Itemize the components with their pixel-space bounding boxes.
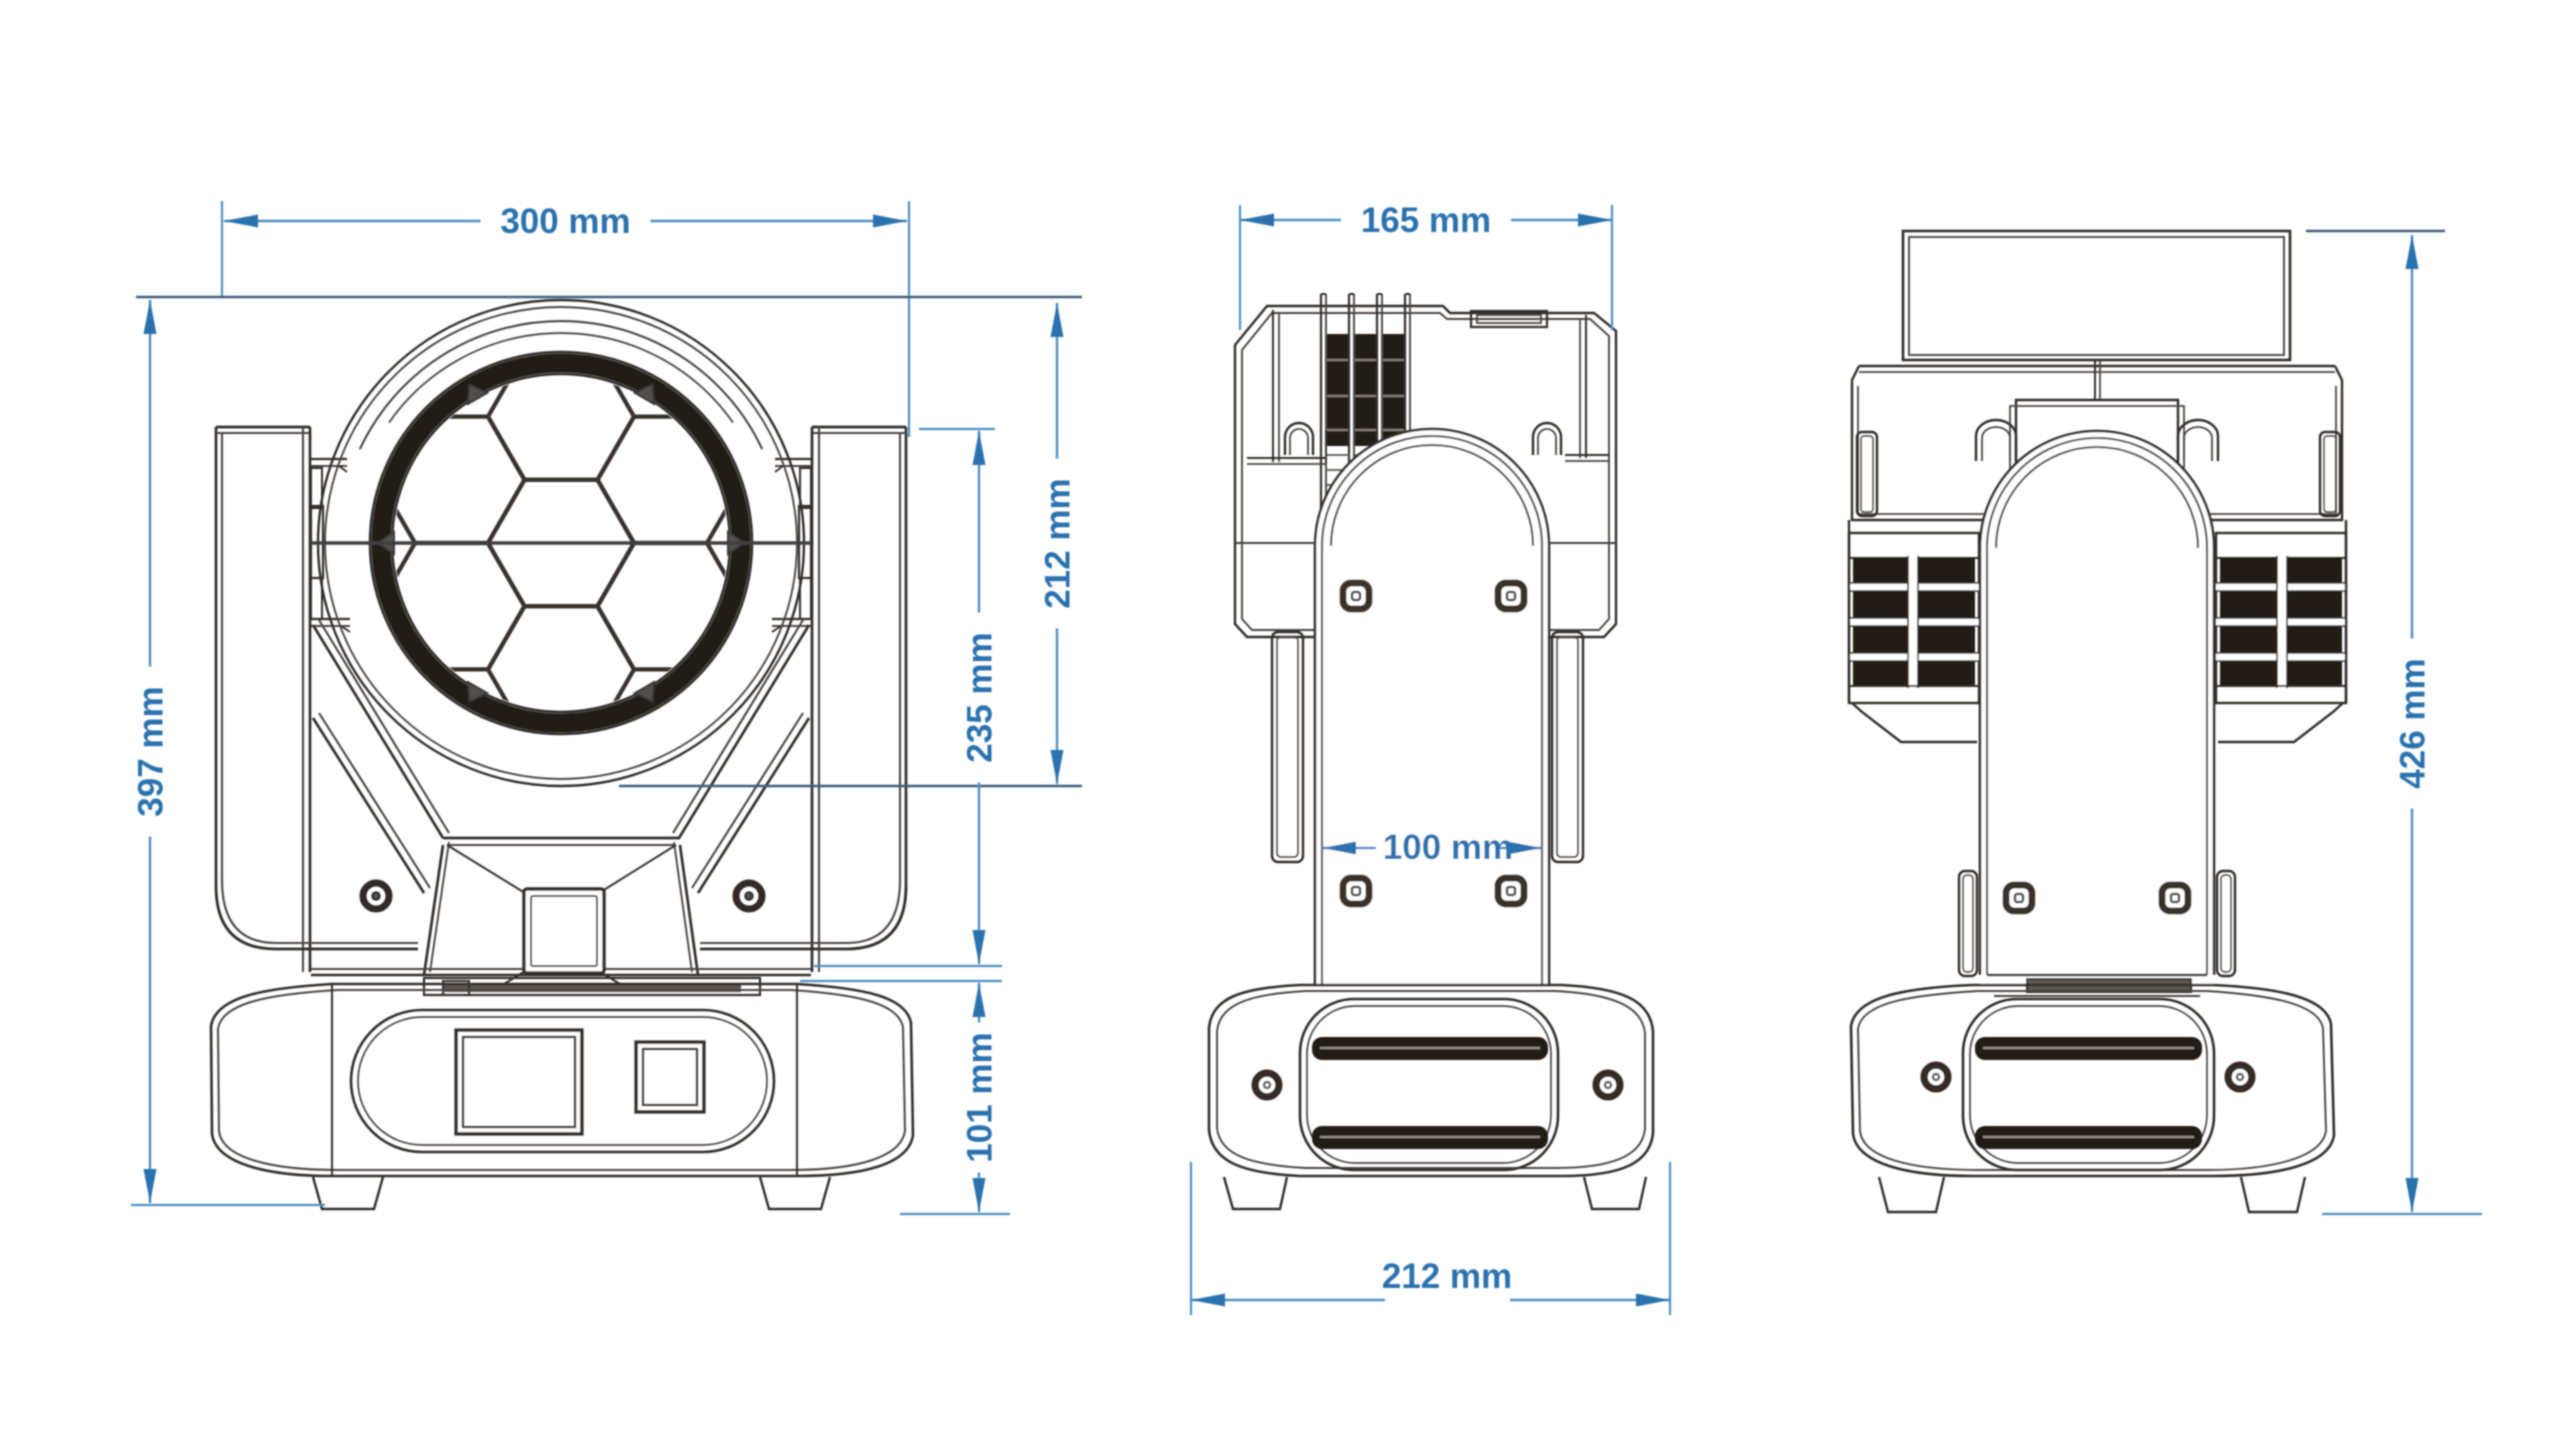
svg-text:300 mm: 300 mm (500, 202, 630, 241)
svg-text:165 mm: 165 mm (1361, 201, 1491, 240)
svg-text:426 mm: 426 mm (2394, 658, 2433, 788)
svg-text:100 mm: 100 mm (1383, 828, 1513, 867)
svg-text:101 mm: 101 mm (961, 1032, 1000, 1162)
svg-text:235 mm: 235 mm (961, 632, 1000, 762)
svg-text:397 mm: 397 mm (132, 686, 171, 816)
svg-text:212 mm: 212 mm (1382, 1257, 1512, 1296)
svg-text:212 mm: 212 mm (1039, 478, 1078, 608)
